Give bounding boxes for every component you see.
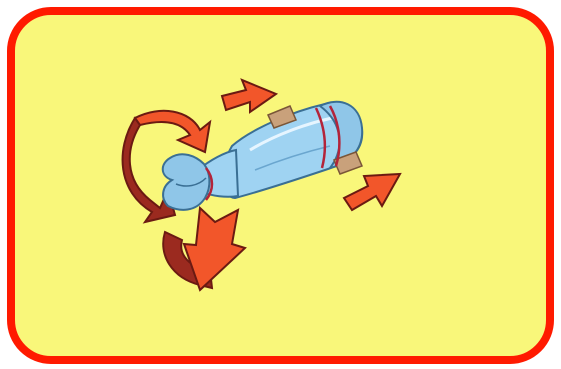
rotate-arrow-icon-lower	[163, 208, 245, 290]
bottle-icon	[163, 102, 362, 210]
move-arrow-icon-top	[222, 80, 276, 112]
move-arrow-icon-right	[344, 174, 400, 210]
